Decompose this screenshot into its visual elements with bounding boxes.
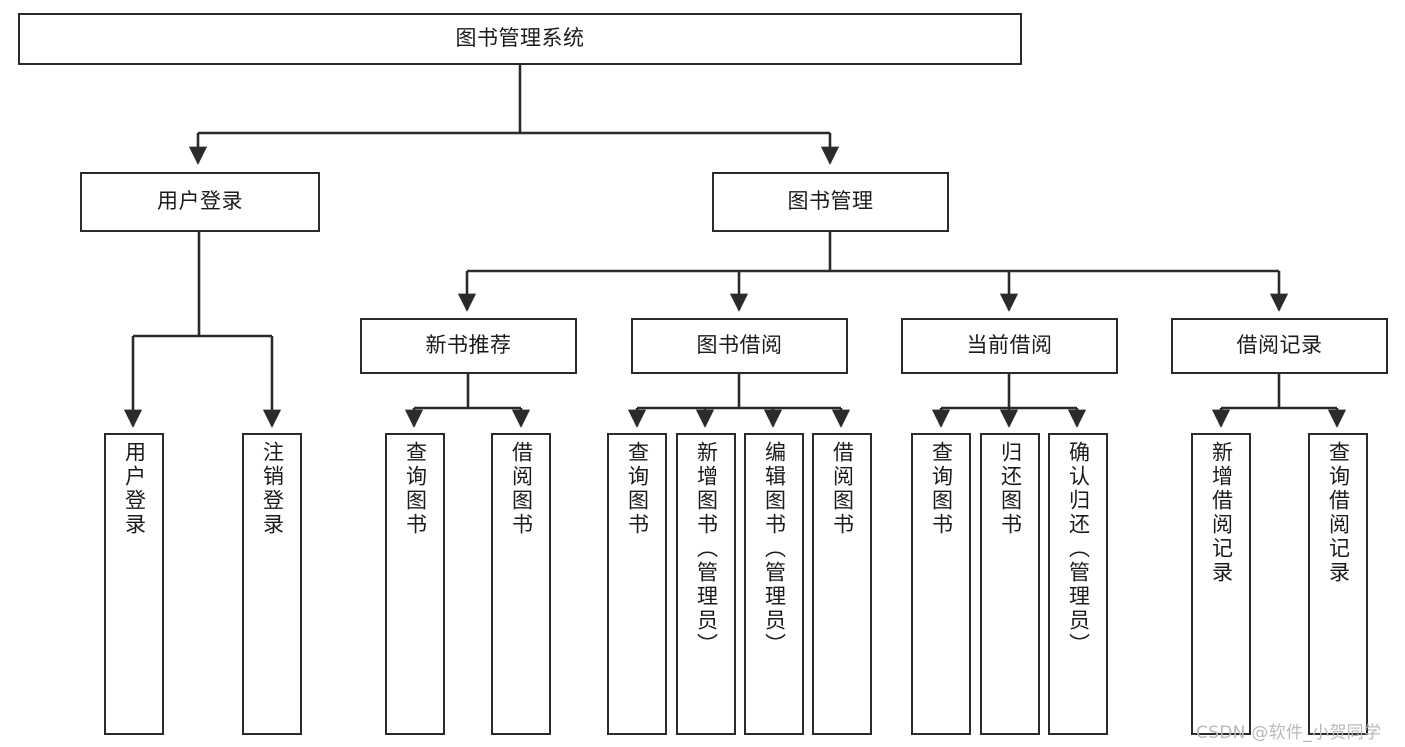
leaf-borrow-book-recommend-label: 借阅图书 — [509, 441, 534, 537]
leaf-edit-book-admin-label: 编辑图书（管理员） — [762, 441, 787, 657]
node-root-label: 图书管理系统 — [455, 26, 585, 51]
node-borrow-records[interactable]: 借阅记录 — [1171, 318, 1388, 374]
leaf-query-book-current-label: 查询图书 — [929, 441, 954, 537]
node-borrow-records-label: 借阅记录 — [1236, 333, 1323, 358]
leaf-confirm-return-admin[interactable]: 确认归还（管理员） — [1048, 433, 1108, 735]
leaf-query-book-recommend-label: 查询图书 — [403, 441, 428, 537]
node-current-borrow-label: 当前借阅 — [966, 333, 1053, 358]
leaf-query-book-current[interactable]: 查询图书 — [911, 433, 971, 735]
leaf-borrow-book-recommend[interactable]: 借阅图书 — [491, 433, 551, 735]
leaf-logout[interactable]: 注销登录 — [242, 433, 302, 735]
node-user-login-label: 用户登录 — [157, 189, 243, 214]
node-user-login[interactable]: 用户登录 — [80, 172, 320, 232]
leaf-add-borrow-record-label: 新增借阅记录 — [1209, 441, 1234, 585]
leaf-query-borrow-record[interactable]: 查询借阅记录 — [1308, 433, 1368, 735]
node-new-book-recommend-label: 新书推荐 — [425, 333, 512, 358]
leaf-edit-book-admin[interactable]: 编辑图书（管理员） — [744, 433, 804, 735]
leaf-user-login[interactable]: 用户登录 — [104, 433, 164, 735]
node-book-management[interactable]: 图书管理 — [712, 172, 949, 232]
node-current-borrow[interactable]: 当前借阅 — [901, 318, 1118, 374]
node-new-book-recommend[interactable]: 新书推荐 — [360, 318, 577, 374]
leaf-query-book-borrow-label: 查询图书 — [625, 441, 650, 537]
leaf-confirm-return-admin-label: 确认归还（管理员） — [1066, 441, 1091, 657]
leaf-logout-label: 注销登录 — [260, 441, 285, 537]
leaf-add-book-admin-label: 新增图书（管理员） — [694, 441, 719, 657]
watermark-text: CSDN @软件_小贺同学 — [1196, 723, 1382, 743]
leaf-query-borrow-record-label: 查询借阅记录 — [1326, 441, 1351, 585]
leaf-query-book-borrow[interactable]: 查询图书 — [607, 433, 667, 735]
node-book-borrow[interactable]: 图书借阅 — [631, 318, 848, 374]
node-book-management-label: 图书管理 — [787, 189, 874, 214]
leaf-borrow-book-label: 借阅图书 — [830, 441, 855, 537]
leaf-return-book-label: 归还图书 — [998, 441, 1023, 537]
leaf-add-book-admin[interactable]: 新增图书（管理员） — [676, 433, 736, 735]
node-book-borrow-label: 图书借阅 — [696, 333, 783, 358]
node-root[interactable]: 图书管理系统 — [18, 13, 1022, 65]
leaf-borrow-book[interactable]: 借阅图书 — [812, 433, 872, 735]
leaf-query-book-recommend[interactable]: 查询图书 — [385, 433, 445, 735]
leaf-user-login-label: 用户登录 — [122, 441, 147, 537]
leaf-return-book[interactable]: 归还图书 — [980, 433, 1040, 735]
leaf-add-borrow-record[interactable]: 新增借阅记录 — [1191, 433, 1251, 735]
